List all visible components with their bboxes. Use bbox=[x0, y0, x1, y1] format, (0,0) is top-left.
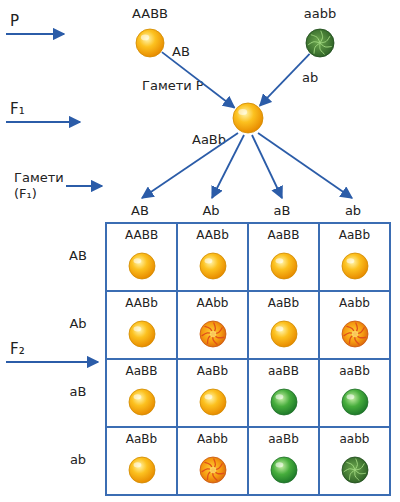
gamete-arrow bbox=[142, 133, 238, 198]
generation-label: F₁ bbox=[10, 100, 40, 118]
genotype-label: AaBb bbox=[178, 364, 247, 378]
gamete-caption: Гамети P bbox=[142, 78, 206, 94]
genotype-label: AABb bbox=[178, 228, 247, 242]
pea-icon bbox=[340, 251, 370, 281]
punnett-cell: aaBb bbox=[247, 426, 320, 496]
punnett-cell: AaBB bbox=[105, 358, 178, 428]
gamete-arrow bbox=[66, 185, 102, 187]
genotype-label: Aabb bbox=[320, 296, 389, 310]
punnett-cell: AaBb bbox=[105, 426, 178, 496]
punnett-cell: aaBb bbox=[318, 358, 391, 428]
punnett-cell: AABB bbox=[105, 222, 178, 292]
genotype-label: AaBB bbox=[107, 364, 176, 378]
gamete-label: ab bbox=[302, 70, 318, 86]
punnett-cell: Aabb bbox=[318, 290, 391, 360]
pea-icon bbox=[340, 387, 370, 417]
pea-node: AABB bbox=[125, 6, 175, 58]
pea-icon bbox=[269, 319, 299, 349]
genotype-label: AaBB bbox=[249, 228, 318, 242]
punnett-cell: AaBb bbox=[247, 290, 320, 360]
column-gamete: aB bbox=[262, 203, 302, 219]
row-gamete: AB bbox=[58, 248, 98, 264]
genotype-label: Aabb bbox=[178, 432, 247, 446]
genotype-label: aaBb bbox=[320, 364, 389, 378]
gamete-arrow bbox=[252, 135, 282, 198]
pea-icon bbox=[340, 455, 370, 485]
punnett-cell: AaBb bbox=[318, 222, 391, 292]
punnett-cell: AaBB bbox=[247, 222, 320, 292]
column-gamete: ab bbox=[333, 203, 373, 219]
punnett-cell: aaBB bbox=[247, 358, 320, 428]
genotype-label: AaBb bbox=[249, 296, 318, 310]
genotype-label: AABb bbox=[107, 296, 176, 310]
pea-icon bbox=[198, 387, 228, 417]
genotype-label: aaBb bbox=[249, 432, 318, 446]
generation-label: F₂ bbox=[10, 340, 40, 358]
pea-icon bbox=[305, 28, 335, 58]
pea-icon bbox=[232, 102, 264, 134]
genotype-label: AaBb bbox=[192, 132, 236, 148]
row-gamete: ab bbox=[58, 452, 98, 468]
generation-arrow bbox=[6, 121, 80, 123]
punnett-cell: AABb bbox=[105, 290, 178, 360]
pea-icon bbox=[127, 251, 157, 281]
punnett-cell: AAbb bbox=[176, 290, 249, 360]
generation-arrow bbox=[6, 361, 98, 363]
pea-icon bbox=[269, 387, 299, 417]
pea-icon bbox=[198, 455, 228, 485]
punnett-cell: AaBb bbox=[176, 358, 249, 428]
genotype-label: AAbb bbox=[178, 296, 247, 310]
pea-icon bbox=[198, 251, 228, 281]
pea-icon bbox=[269, 455, 299, 485]
pea-icon bbox=[269, 251, 299, 281]
generation-arrow bbox=[6, 33, 64, 35]
pea-icon bbox=[198, 319, 228, 349]
column-gamete: Ab bbox=[191, 203, 231, 219]
genotype-label: AaBb bbox=[320, 228, 389, 242]
genotype-label: aaBB bbox=[249, 364, 318, 378]
pea-node: AaBb bbox=[192, 100, 268, 150]
genotype-label: AABB bbox=[125, 6, 175, 22]
genotype-label: aabb bbox=[295, 6, 345, 22]
genotype-label: AABB bbox=[107, 228, 176, 242]
column-gamete: AB bbox=[120, 203, 160, 219]
pea-node: aabb bbox=[295, 6, 345, 58]
punnett-cell: Aabb bbox=[176, 426, 249, 496]
punnett-cell: aabb bbox=[318, 426, 391, 496]
punnett-cell: AABb bbox=[176, 222, 249, 292]
pea-icon bbox=[135, 28, 165, 58]
genotype-label: aabb bbox=[320, 432, 389, 446]
generation-label: P bbox=[10, 12, 40, 30]
pea-icon bbox=[127, 387, 157, 417]
gamete-arrow bbox=[258, 133, 352, 198]
gamete-label: AB bbox=[172, 44, 190, 60]
genotype-label: AaBb bbox=[107, 432, 176, 446]
row-gamete: aB bbox=[58, 384, 98, 400]
pea-icon bbox=[127, 319, 157, 349]
pea-icon bbox=[340, 319, 370, 349]
pea-icon bbox=[127, 455, 157, 485]
gamete-caption: Гамети (F₁) bbox=[14, 170, 74, 201]
row-gamete: Ab bbox=[58, 316, 98, 332]
